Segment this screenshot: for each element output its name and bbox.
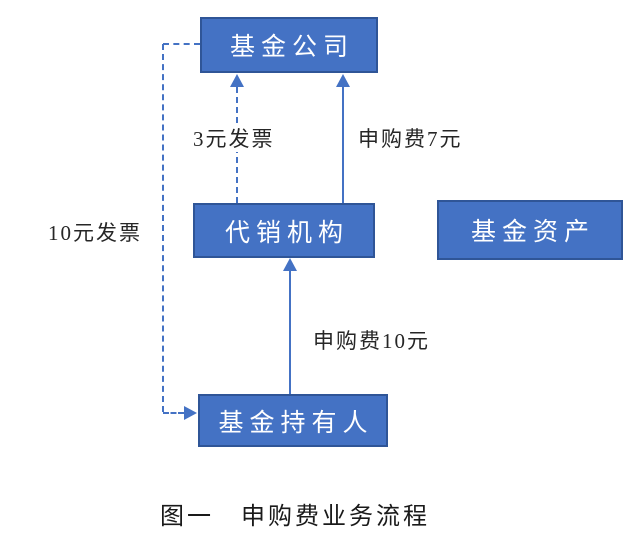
node-fund-assets-label: 基金资产 — [470, 219, 595, 246]
node-fund-company-label: 基金公司 — [229, 34, 354, 61]
arrow-up-icon — [230, 74, 244, 87]
connector-fee-7yuan-line — [342, 87, 344, 203]
node-fund-assets: 基金资产 — [437, 200, 623, 260]
arrow-right-icon — [184, 406, 197, 420]
edge-label-invoice-3yuan: 3元发票 — [193, 126, 275, 153]
arrow-up-icon — [336, 74, 350, 87]
node-fund-holder-label: 基金持有人 — [218, 409, 374, 437]
connector-invoice-10yuan-bottom-segment — [163, 412, 184, 414]
node-distribution-agency-label: 代销机构 — [224, 219, 349, 247]
node-fund-company: 基金公司 — [200, 17, 378, 73]
arrow-up-icon — [283, 258, 297, 271]
figure-caption: 图一 申购费业务流程 — [160, 504, 430, 530]
connector-invoice-10yuan-top-segment — [163, 43, 200, 45]
connector-invoice-10yuan-vertical-segment — [162, 44, 164, 412]
node-fund-holder: 基金持有人 — [198, 394, 388, 447]
edge-label-invoice-10yuan: 10元发票 — [48, 220, 142, 247]
node-distribution-agency: 代销机构 — [193, 203, 375, 258]
edge-label-fee-7yuan: 申购费7元 — [358, 126, 463, 153]
edge-label-fee-10yuan: 申购费10元 — [313, 328, 430, 355]
connector-fee-10yuan-line — [289, 271, 291, 394]
